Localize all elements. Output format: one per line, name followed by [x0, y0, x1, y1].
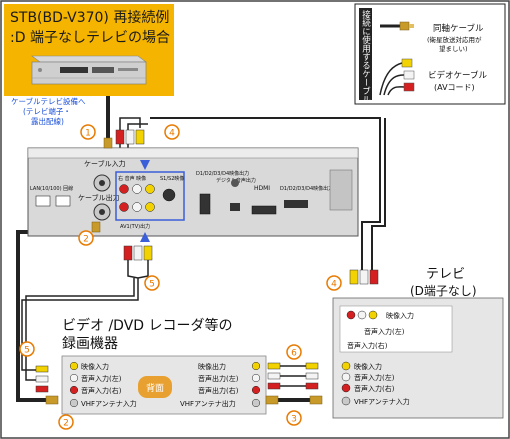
stb-panel-body	[27, 147, 359, 237]
hdmi-port	[251, 205, 277, 215]
legend-coax-note2: 望ましい)	[439, 44, 468, 53]
arrow-down	[140, 160, 150, 170]
tv-title-line2: (D端子なし)	[410, 284, 477, 298]
hdmi-label: HDMI	[254, 185, 270, 192]
step-badge-1: 1	[80, 124, 96, 140]
rec-audio-out-l: 音声出力(左)	[198, 374, 239, 383]
stb-back-panel: ケーブル入力 ケーブル出力 LAN(10/100) 回線 右 音声 映像 S1/…	[27, 147, 359, 242]
legend-vertical-title: 接続に使用するケーブル	[361, 9, 371, 103]
title-line1: STB(BD-V370) 再接続例	[10, 9, 169, 26]
svg-text:1: 1	[85, 129, 91, 139]
cable-source-line2: (テレビ端子・	[23, 106, 71, 116]
cable-source-line1: ケーブルテレビ設備へ	[11, 96, 86, 106]
svg-text:3: 3	[291, 415, 297, 425]
rec-audio-in-l: 音声入力(左)	[81, 374, 122, 383]
step-badge-2-bottom: 2	[58, 414, 74, 430]
step-badge-5-rec: 5	[19, 341, 35, 357]
cable-source-label: ケーブルテレビ設備へ (テレビ端子・ 露出配線)	[11, 96, 86, 126]
legend-video-name: ビデオケーブル	[428, 70, 487, 81]
tv-panel: テレビ (D端子なし) 映像入力 音声入力(左) 音声入力(右) 映像入力 音声…	[332, 267, 504, 419]
svg-text:4: 4	[169, 129, 175, 139]
av-out-frame	[115, 171, 185, 221]
s-out-label: S1/S2映像	[160, 175, 184, 182]
cable-in-label: ケーブル入力	[84, 159, 126, 168]
d-out2-label: D1/D2/D3/D4映像出力 2	[280, 185, 338, 192]
svg-text:6: 6	[291, 349, 297, 359]
tv-title-line1: テレビ	[426, 267, 465, 282]
av-out-header: 右 音声 映像	[118, 175, 146, 182]
step-badge-6: 6	[286, 344, 302, 360]
step-badge-5-mid: 5	[144, 275, 160, 291]
legend-coax-note1: (衛星放送対応用が	[427, 35, 482, 44]
recorder-title-line1: ビデオ /DVD レコーダ等の	[62, 317, 233, 334]
svg-text:5: 5	[149, 280, 155, 290]
recorder-title-line2: 録画機器	[62, 336, 118, 352]
legend-coax-name: 同軸ケーブル	[433, 23, 484, 34]
rec-vhf-out: VHFアンテナ出力	[180, 399, 236, 408]
recorder-back-badge	[138, 376, 172, 398]
cable-source-line3: 露出配線)	[31, 116, 64, 126]
tv2-audio-r: 音声入力(右)	[354, 384, 395, 393]
video-cable-icon	[379, 58, 415, 96]
step-badge-2-top: 2	[78, 230, 94, 246]
rec-vhf-in: VHFアンテナ入力	[81, 399, 137, 408]
svg-text:2: 2	[83, 235, 89, 245]
svg-text:2: 2	[63, 419, 69, 429]
arrow-up	[140, 232, 150, 242]
title-block: STB(BD-V370) 再接続例 :D 端子なしテレビの場合	[4, 4, 174, 96]
rec-video-in: 映像入力	[81, 362, 109, 371]
legend-title-bar	[359, 8, 372, 100]
title-line2: :D 端子なしテレビの場合	[10, 30, 170, 46]
rec-audio-in-r: 音声入力(右)	[81, 386, 122, 395]
stb-side-plugs	[91, 129, 153, 279]
cable-out-label: ケーブル出力	[78, 193, 120, 202]
step-badge-3: 3	[286, 410, 302, 426]
tv-audio-r: 音声入力(右)	[347, 341, 388, 350]
tv-audio-l: 音声入力(左)	[364, 327, 405, 336]
step-badges: 1 4 2 5 4 5 6 2	[19, 124, 342, 430]
cable-legend: 接続に使用するケーブル 同軸ケーブル (衛星放送対応用が 望ましい) ビデオケー…	[354, 3, 506, 105]
lan-port-1	[35, 195, 51, 207]
rec-audio-out-r: 音声出力(右)	[198, 386, 239, 395]
tv-video-in: 映像入力	[386, 311, 414, 320]
av1-out-label: AV1(TV)出力	[120, 223, 150, 230]
tv2-video-in: 映像入力	[354, 362, 382, 371]
legend-video-note: (AVコード)	[434, 83, 475, 92]
legend-frame	[354, 3, 506, 105]
stb-device-illustration	[31, 55, 147, 85]
step-badge-4-top: 4	[164, 124, 180, 140]
lan-port-2	[55, 195, 71, 207]
rec-video-out: 映像出力	[198, 362, 226, 371]
step-badge-4-tv: 4	[326, 275, 342, 291]
lan-label: LAN(10/100) 回線	[30, 185, 73, 192]
tv2-audio-l: 音声入力(左)	[354, 373, 395, 382]
svg-text:5: 5	[24, 346, 30, 356]
d-out-label: D1/D2/D3/D4映像出力	[196, 170, 249, 177]
tv2-vhf-in: VHFアンテナ入力	[354, 397, 410, 406]
s-video-port	[162, 188, 176, 202]
recorder-panel: ビデオ /DVD レコーダ等の 録画機器 背面 映像入力 音声入力(左) 音声入…	[35, 317, 323, 415]
coax-cable-icon	[380, 21, 414, 31]
svg-text:4: 4	[331, 280, 337, 290]
recorder-back-label: 背面	[146, 382, 164, 394]
